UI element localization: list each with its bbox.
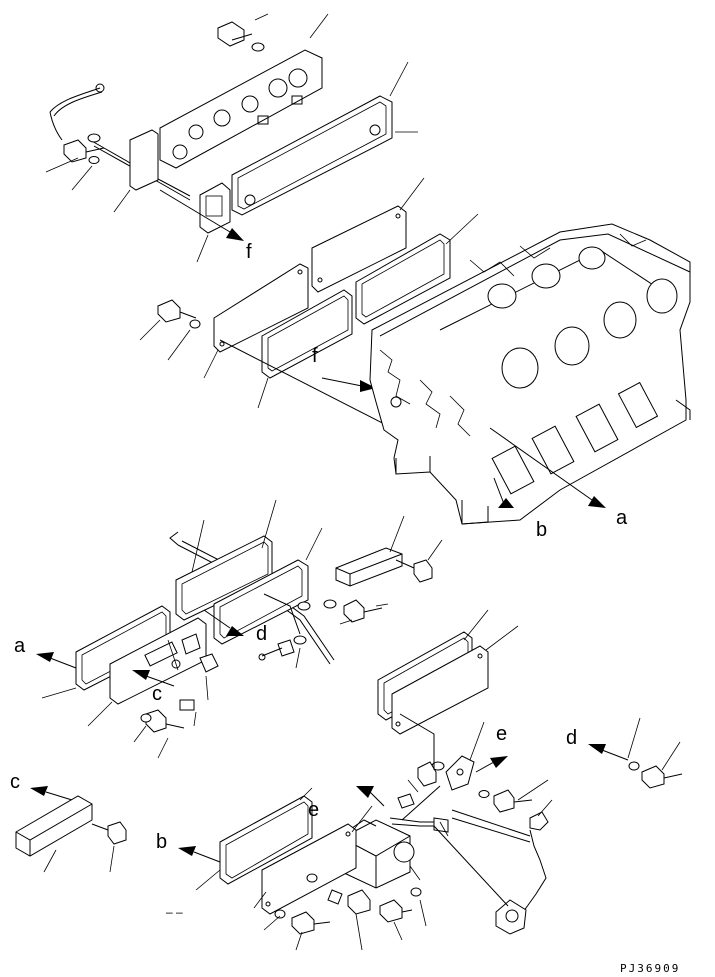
- lm-washers: [140, 599, 383, 733]
- mid-plate-b: [213, 263, 309, 353]
- top-gasket: [231, 95, 393, 216]
- arrow-to-f-top: [159, 189, 244, 241]
- arrow-to-d-right: [588, 744, 629, 761]
- lm-sensor: [258, 593, 307, 661]
- reference-code: PJ36909: [620, 962, 680, 975]
- right-leader-1: [627, 717, 641, 759]
- bottom-leaders: [195, 787, 427, 951]
- engine-block: [369, 223, 691, 525]
- lr-long-link: [399, 713, 441, 821]
- callout-labels: f f a b d a c c b e e d: [10, 241, 628, 853]
- lr-plug: [433, 825, 527, 935]
- bottom-b-group: [178, 787, 427, 951]
- label-c-mid: c: [152, 683, 162, 705]
- mid-leaders: [139, 177, 479, 409]
- right-d-group: [588, 717, 683, 789]
- top-leaders: [45, 13, 418, 263]
- arrow-to-e-low: [356, 786, 385, 807]
- lower-right-group: [341, 609, 553, 935]
- label-b-block: b: [536, 519, 547, 541]
- lr-leaders: [407, 609, 553, 881]
- bottom-bar-leader: [43, 849, 57, 873]
- arrow-to-c-left: [30, 786, 73, 801]
- arrow-to-b-low: [178, 846, 221, 863]
- lr-plate: [391, 645, 489, 735]
- lm-leaders: [41, 499, 443, 759]
- top-small-gasket: [199, 182, 231, 234]
- mid-plate-a: [311, 205, 407, 293]
- label-e-low: e: [308, 799, 319, 821]
- middle-plates-group: [139, 177, 479, 431]
- mid-bolt: [157, 299, 201, 329]
- label-a-block: a: [616, 507, 628, 529]
- label-f-mid: f: [312, 345, 318, 367]
- mid-gasket-b: [261, 289, 353, 379]
- right-washer: [628, 761, 640, 771]
- lower-mid-group: [36, 499, 443, 759]
- arrow-to-e-right: [475, 756, 508, 773]
- bottom-bar: [15, 795, 93, 857]
- right-leader-2: [661, 741, 681, 771]
- lr-sender-unit: [341, 819, 415, 889]
- lm-gasket-2: [213, 559, 309, 645]
- dash-marks: – –: [166, 905, 183, 919]
- top-left-bolts: [63, 129, 159, 191]
- top-bolt: [217, 21, 265, 52]
- bottom-left-group: [15, 786, 127, 873]
- right-bolt: [641, 765, 683, 789]
- top-large-plate: [159, 49, 323, 169]
- label-d-right: d: [566, 727, 577, 749]
- lm-bar-bolt: [395, 559, 433, 583]
- label-c-left: c: [10, 771, 20, 793]
- lm-left-plate: [109, 617, 207, 705]
- bottom-bolt-leader: [109, 845, 115, 873]
- arrow-to-c-mid: [132, 670, 175, 687]
- label-b-low: b: [156, 831, 167, 853]
- lr-wire: [389, 809, 547, 921]
- label-f-top: f: [246, 241, 252, 263]
- bottom-fasteners: [274, 873, 422, 935]
- lr-small-parts: [397, 761, 549, 831]
- lm-bar: [335, 547, 403, 587]
- arrow-to-d-mid: [203, 609, 244, 636]
- label-a-left: a: [14, 635, 26, 657]
- label-d-mid: d: [256, 623, 267, 645]
- top-cover-group: [45, 13, 418, 263]
- arrow-to-a-left: [36, 652, 77, 669]
- mid-gasket-a: [355, 233, 451, 325]
- arrow-to-b-block: [493, 477, 514, 508]
- label-e-right: e: [496, 723, 507, 745]
- lr-bracket: [445, 755, 475, 791]
- top-cable: [49, 83, 191, 201]
- bottom-bar-bolt: [91, 821, 127, 845]
- arrow-to-a-block: [489, 427, 606, 508]
- bottom-plate: [261, 823, 357, 915]
